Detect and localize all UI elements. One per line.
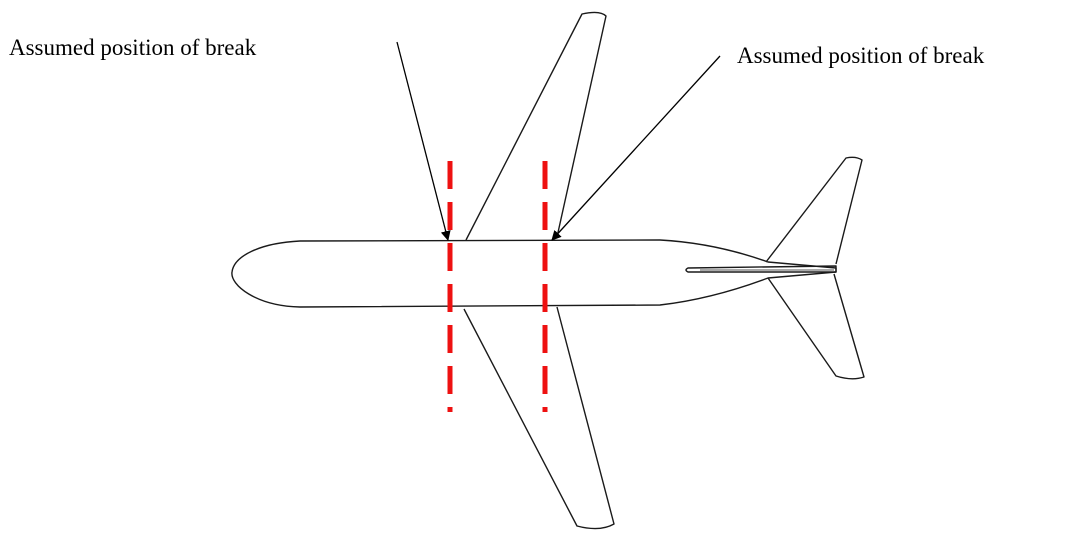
annotation-arrows [396,41,721,241]
break-label-right: Assumed position of break [737,43,985,68]
lower-wing [463,306,615,530]
lower-stabilizer [767,273,865,380]
arrow-left [396,41,451,241]
fuselage [231,239,837,308]
upper-wing [465,11,607,241]
airplane-outline [231,11,865,530]
upper-stabilizer [765,156,863,265]
arrow-right [551,55,721,241]
break-lines [447,161,548,412]
vertical-fin [685,265,837,273]
break-label-left: Assumed position of break [9,35,257,60]
